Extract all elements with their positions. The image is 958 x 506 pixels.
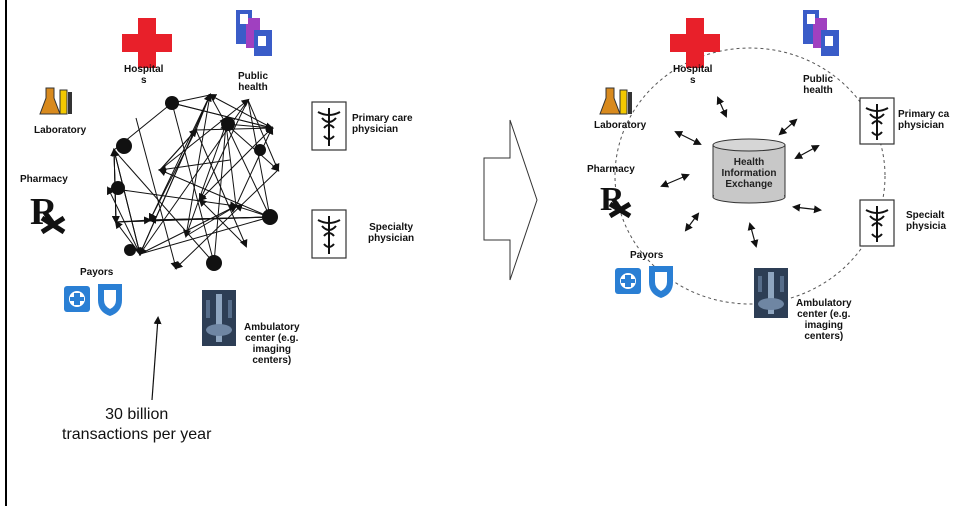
connection-arrow [170, 100, 273, 129]
connection-arrow [247, 99, 280, 172]
label-text: Ambulatory center (e.g. imaging centers) [796, 298, 852, 342]
laboratory-flasks-icon [39, 87, 72, 115]
caduceus-icon [311, 209, 347, 259]
label-text: Laboratory [594, 120, 647, 131]
label-text: Payors [630, 250, 664, 261]
connection-arrow [138, 94, 211, 256]
label-text: Public health [803, 74, 834, 96]
connection-arrow [183, 94, 211, 238]
database-cylinder-icon [712, 138, 786, 204]
left-label-primary-care: Primary care physician [352, 113, 413, 135]
connection-arrow [107, 186, 141, 255]
pharmacy-rx-icon: R [600, 181, 632, 219]
connection-arrow [210, 123, 227, 265]
hub-spoke-arrows [660, 96, 822, 248]
left-label-specialty: Specialty physician [368, 222, 414, 244]
caduceus-icon [859, 199, 895, 247]
laboratory-flasks-icon [599, 87, 632, 115]
left-node-blobs [111, 96, 278, 271]
right-label-payors: Payors [630, 250, 663, 261]
label-text: Pharmacy [587, 164, 635, 175]
connection-arrow [224, 122, 271, 218]
hub-label: Health Information Exchange [721, 157, 777, 190]
connection-arrow [198, 99, 249, 202]
connection-arrow [148, 94, 211, 222]
left-label-pharmacy: Pharmacy [20, 174, 68, 185]
label-text: Primary care physician [352, 113, 413, 135]
point-to-point-connections [107, 93, 280, 270]
left-label-hospital: Hospital s [124, 64, 163, 86]
connection-arrow [208, 94, 273, 129]
xray-spine-icon [202, 290, 236, 346]
caduceus-icon [859, 97, 895, 145]
right-label-ambulatory: Ambulatory center (e.g. imaging centers) [796, 298, 852, 342]
connection-arrow [149, 129, 197, 222]
hospital-cross-icon [122, 18, 172, 68]
label-text: Hospital s [673, 64, 713, 86]
hub-label-text: Health Information Exchange [721, 157, 777, 190]
label-text: Ambulatory center (e.g. imaging centers) [244, 322, 300, 366]
connection-arrow [159, 98, 250, 171]
blue-cross-blue-shield-icon [615, 266, 673, 298]
label-text: Laboratory [34, 125, 87, 136]
connection-arrow [198, 127, 273, 202]
connection-arrow [247, 99, 273, 219]
right-label-pharmacy: Pharmacy [587, 164, 635, 175]
left-label-ambulatory: Ambulatory center (e.g. imaging centers) [244, 322, 300, 366]
label-text: Hospital s [124, 64, 164, 86]
public-health-logo-icon [236, 10, 272, 56]
right-label-laboratory: Laboratory [594, 120, 646, 131]
transition-arrow-icon [483, 119, 538, 281]
connection-arrow [185, 122, 228, 237]
connection-arrow [222, 122, 237, 207]
public-health-logo-icon [803, 10, 839, 56]
connection-arrow [113, 149, 216, 265]
connection-arrow [174, 169, 279, 270]
label-text: Payors [80, 267, 114, 278]
left-label-public-health: Public health [238, 71, 268, 93]
right-label-specialty: Specialt physicia [906, 210, 946, 232]
label-text: Specialty physician [368, 222, 415, 244]
annotation-pointer [151, 316, 162, 401]
connection-arrow [225, 123, 280, 172]
label-text: Pharmacy [20, 174, 68, 185]
connection-arrow [185, 204, 238, 237]
label-text: Primary ca physician [898, 109, 950, 131]
caduceus-icon [311, 101, 347, 151]
connection-arrow [149, 213, 272, 222]
right-label-primary-care: Primary ca physician [898, 109, 949, 131]
label-text: Specialt physicia [906, 210, 947, 232]
connection-arrow [235, 126, 274, 207]
connection-arrow [135, 117, 179, 270]
connection-arrow [158, 168, 271, 218]
exchange-boundary [614, 47, 886, 305]
left-label-laboratory: Laboratory [34, 125, 86, 136]
connection-arrow [159, 128, 198, 171]
pharmacy-rx-icon: R [30, 191, 66, 235]
connection-arrow [171, 102, 217, 265]
connection-arrow [139, 205, 238, 255]
hospital-cross-icon [670, 18, 720, 68]
left-label-payors: Payors [80, 267, 113, 278]
connection-arrow [115, 216, 152, 225]
xray-spine-icon [754, 268, 788, 318]
blue-cross-blue-shield-icon [64, 284, 122, 316]
transactions-annotation: 30 billion transactions per year [62, 405, 211, 445]
connection-arrow [113, 149, 143, 256]
annotation-text: 30 billion transactions per year [62, 406, 212, 443]
label-text: Public health [238, 71, 269, 93]
connection-arrow [107, 187, 238, 210]
connection-arrow [139, 214, 272, 255]
right-label-hospital: Hospital s [673, 64, 712, 86]
right-label-public-health: Public health [803, 74, 833, 96]
